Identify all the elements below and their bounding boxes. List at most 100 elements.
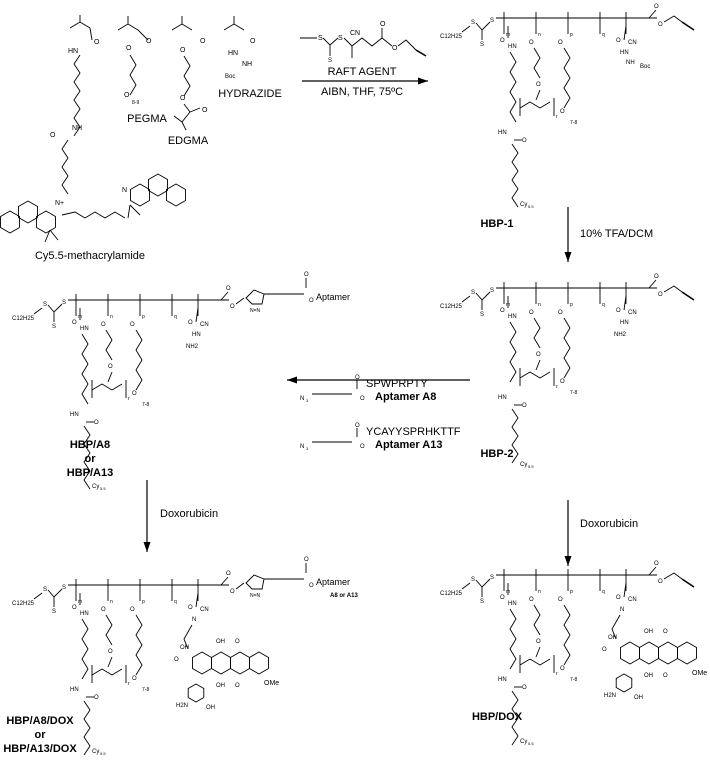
bond: [461, 582, 471, 590]
atom-label: O: [529, 310, 534, 316]
step4-right-arrow: [564, 500, 572, 566]
bond: [623, 295, 627, 311]
hbp-a8-dox-label: HBP/A8/DOX or HBP/A13/DOX: [2, 714, 78, 756]
atom-label: O: [230, 589, 235, 595]
bond: [235, 297, 245, 305]
atom-label: S: [471, 290, 475, 296]
bond: [220, 291, 229, 301]
bond: [195, 307, 199, 323]
atom-label: H2N: [176, 703, 188, 709]
atom-label: HN: [80, 611, 89, 617]
repeat-subscript: q: [174, 314, 177, 320]
alkyne: [415, 49, 427, 57]
bond: [397, 39, 417, 51]
hbp1-label: HBP-1: [480, 218, 514, 230]
benz-ring: [148, 173, 168, 197]
atom-label: S: [43, 587, 47, 593]
boc-label: Boc: [640, 64, 650, 70]
atom-label: S: [43, 302, 47, 308]
atom-label: H2N: [604, 693, 616, 699]
polymethine-chain: [61, 211, 126, 219]
atom-label: O: [500, 595, 505, 601]
atom-label: N: [620, 607, 624, 613]
bond: [44, 229, 51, 243]
bond: [33, 307, 43, 315]
atom-label: NH: [72, 125, 82, 132]
bond: [475, 578, 491, 588]
pentyl-chain: [61, 139, 69, 195]
bond: [533, 317, 541, 349]
boc-label: Boc: [225, 74, 235, 80]
cy-subscript: 5.5: [528, 741, 534, 746]
step1-arrow: [302, 77, 428, 85]
repeat-subscript: p: [570, 589, 573, 595]
alkyne: [681, 291, 695, 301]
bond: [181, 121, 187, 131]
atom-label: O: [235, 639, 240, 645]
bond: [563, 47, 571, 109]
hexyl-chain: [81, 333, 89, 405]
atom-label: O: [72, 605, 77, 611]
atom-label: O: [50, 132, 56, 139]
alkyne: [681, 578, 695, 588]
atom-label: HN: [620, 50, 629, 56]
pentyl-chain: [511, 690, 519, 746]
step2-arrow: [564, 207, 572, 262]
atom-label: O: [616, 595, 621, 601]
repeat-subscript: q: [174, 599, 177, 605]
atom-label: HN: [70, 687, 79, 693]
dox-ring: [249, 651, 269, 675]
atom-label: OH: [216, 683, 225, 689]
atom-label: O: [500, 308, 505, 314]
atom-label: HN: [80, 326, 89, 332]
atom-label: HN: [70, 412, 79, 418]
repeat-subscript: n: [110, 314, 113, 320]
atom-label: O: [663, 629, 668, 635]
cy-subscript: 5.5: [100, 486, 106, 491]
indole-ring: [36, 210, 56, 234]
sugar-ring: [187, 683, 205, 703]
bond: [107, 656, 113, 668]
atom-label: O: [360, 444, 365, 450]
atom-label: O: [202, 107, 208, 114]
hbp-a8-dox-line1: HBP/A8/DOX: [6, 715, 74, 727]
aptamer-label: Aptamer: [316, 577, 350, 587]
atom-label: OH: [206, 705, 215, 711]
peg-repeat-subscript: 7-8: [570, 390, 577, 396]
atom-label: HN: [228, 50, 238, 57]
aptamer-a8-name: Aptamer A8: [375, 391, 437, 403]
atom-label: O: [94, 420, 99, 426]
cy-label: Cy: [520, 202, 527, 208]
benz-ring: [18, 200, 38, 224]
atom-label: OH: [634, 695, 643, 701]
atom-label: O: [101, 322, 106, 328]
bond: [183, 55, 191, 97]
bond: [648, 9, 657, 19]
benz-ring: [166, 183, 186, 207]
bond: [220, 576, 229, 586]
atom-label: O: [360, 396, 365, 402]
atom-label: HN: [498, 130, 507, 136]
alkyl-label: C12H25: [440, 34, 463, 40]
hbp-dox-label: HBP/DOX: [471, 711, 523, 723]
bond: [475, 291, 491, 301]
bond: [117, 23, 139, 31]
bond: [135, 329, 143, 391]
aptamer-a13-sequence: YCAYYSPRHKTTF: [366, 426, 461, 438]
atom-label: O: [230, 304, 235, 310]
atom-label: OMe: [692, 670, 707, 677]
dox-ring: [620, 641, 640, 665]
bond: [475, 21, 491, 31]
atom-label: S: [471, 577, 475, 583]
arrow-head: [564, 252, 572, 262]
bond: [623, 25, 627, 41]
atom-label: O: [108, 364, 113, 370]
atom-label: NH2: [614, 332, 627, 338]
atom-label: S: [328, 58, 332, 64]
hydrazone-bond: [611, 614, 621, 640]
bond: [33, 592, 43, 600]
atom-label: O: [132, 391, 137, 397]
atom-label: O: [174, 657, 179, 663]
bond: [519, 658, 551, 666]
